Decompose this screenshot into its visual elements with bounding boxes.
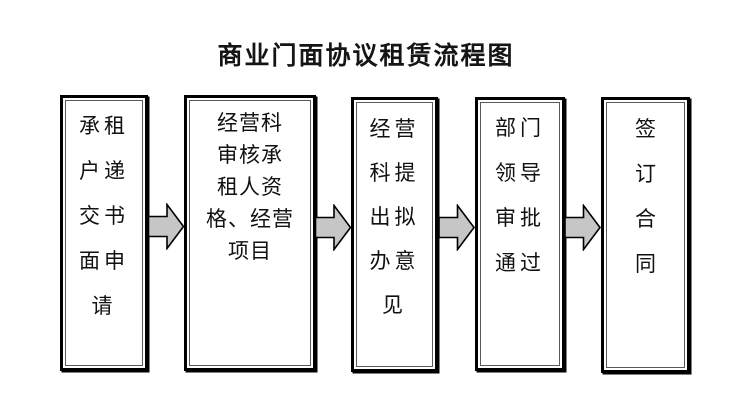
arrow-shape <box>314 204 352 251</box>
block-arrow-right-icon <box>564 204 601 251</box>
flow-step-4-label: 部门 领导 审批 通过 <box>495 116 545 275</box>
flow-step-2-border: 经营科 审核承 租人资 格、经营 项目 <box>189 100 311 366</box>
block-arrow-right-icon <box>314 204 352 251</box>
flow-step-1-border: 承租 户递 交书 面申 请 <box>65 100 143 366</box>
arrow-shape <box>147 203 185 250</box>
flow-step-3-label: 经营 科提 出拟 办意 见 <box>369 117 420 317</box>
flow-step-5-border: 签 订 合 同 <box>606 102 685 368</box>
block-arrow-right-icon <box>438 204 475 251</box>
flow-step-4-border: 部门 领导 审批 通过 <box>480 102 560 366</box>
flow-step-1: 承租 户递 交书 面申 请 <box>60 95 148 371</box>
arrow-shape <box>438 204 475 251</box>
flow-step-3-border: 经营 科提 出拟 办意 见 <box>356 102 433 367</box>
diagram-title: 商业门面协议租赁流程图 <box>217 43 515 70</box>
flow-step-5-label: 签 订 合 同 <box>635 117 656 276</box>
arrow-shape <box>564 204 601 251</box>
flow-step-2: 经营科 审核承 租人资 格、经营 项目 <box>184 95 316 371</box>
flow-step-4: 部门 领导 审批 通过 <box>475 97 565 371</box>
flow-step-5: 签 订 合 同 <box>601 97 690 373</box>
flow-step-1-label: 承租 户递 交书 面申 请 <box>79 114 129 318</box>
flow-step-3: 经营 科提 出拟 办意 见 <box>351 97 438 372</box>
flow-step-2-label: 经营科 审核承 租人资 格、经营 项目 <box>206 111 294 263</box>
block-arrow-right-icon <box>147 203 185 250</box>
